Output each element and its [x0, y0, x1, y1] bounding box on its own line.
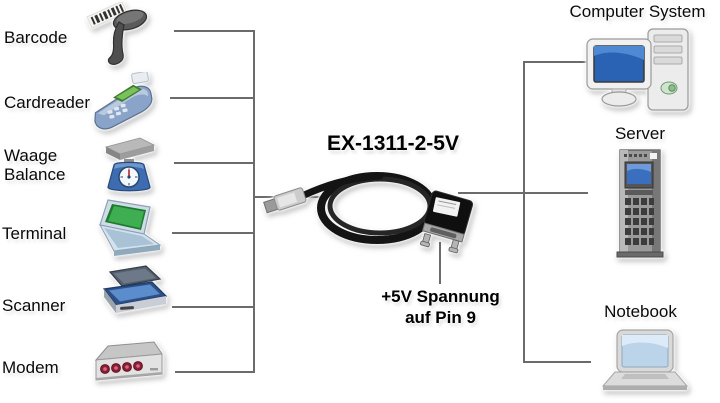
- connector-waage: [174, 162, 254, 164]
- label-barcode: Barcode: [4, 28, 68, 47]
- connector-modem: [175, 371, 254, 373]
- left-bus-line: [253, 30, 255, 373]
- label-waage-line1: Waage: [4, 146, 58, 165]
- connector-computer: [523, 61, 588, 63]
- pin9-annotation-line1: +5V Spannung: [381, 287, 500, 306]
- flatbed-scanner-icon: [96, 264, 168, 330]
- pin9-annotation-line2: auf Pin 9: [405, 308, 476, 327]
- modem-icon: [90, 338, 168, 396]
- connector-barcode: [174, 30, 254, 32]
- usb-serial-adapter-image: [262, 163, 482, 265]
- label-server: Server: [614, 124, 666, 143]
- adapter-title: EX-1311-2-5V: [327, 132, 459, 155]
- pin9-annotation: +5V Spannung auf Pin 9: [358, 286, 523, 328]
- label-waage-line2: Balance: [4, 165, 66, 184]
- label-cardreader: Cardreader: [4, 93, 90, 112]
- annotation-pointer-line: [439, 242, 441, 284]
- server-icon: [612, 148, 668, 260]
- usb-a-plug: [263, 187, 307, 214]
- notebook-icon: [594, 328, 692, 394]
- connector-terminal: [172, 232, 254, 234]
- right-bus-line: [523, 61, 525, 363]
- db9-adapter-head: [420, 190, 474, 254]
- label-scanner: Scanner: [2, 296, 66, 315]
- connector-cardreader: [170, 97, 254, 99]
- label-waage-balance: Waage Balance: [4, 146, 65, 184]
- barcode-scanner-icon: [86, 2, 152, 70]
- terminal-icon: [90, 198, 168, 260]
- scale-icon: [98, 132, 158, 195]
- connector-notebook: [523, 361, 591, 363]
- label-notebook: Notebook: [604, 302, 677, 321]
- label-computer-system: Computer System: [569, 2, 706, 21]
- label-terminal: Terminal: [2, 224, 67, 243]
- connector-scanner: [172, 306, 254, 308]
- desktop-computer-icon: [585, 26, 697, 116]
- cardreader-icon: [84, 72, 160, 130]
- label-modem: Modem: [2, 358, 59, 377]
